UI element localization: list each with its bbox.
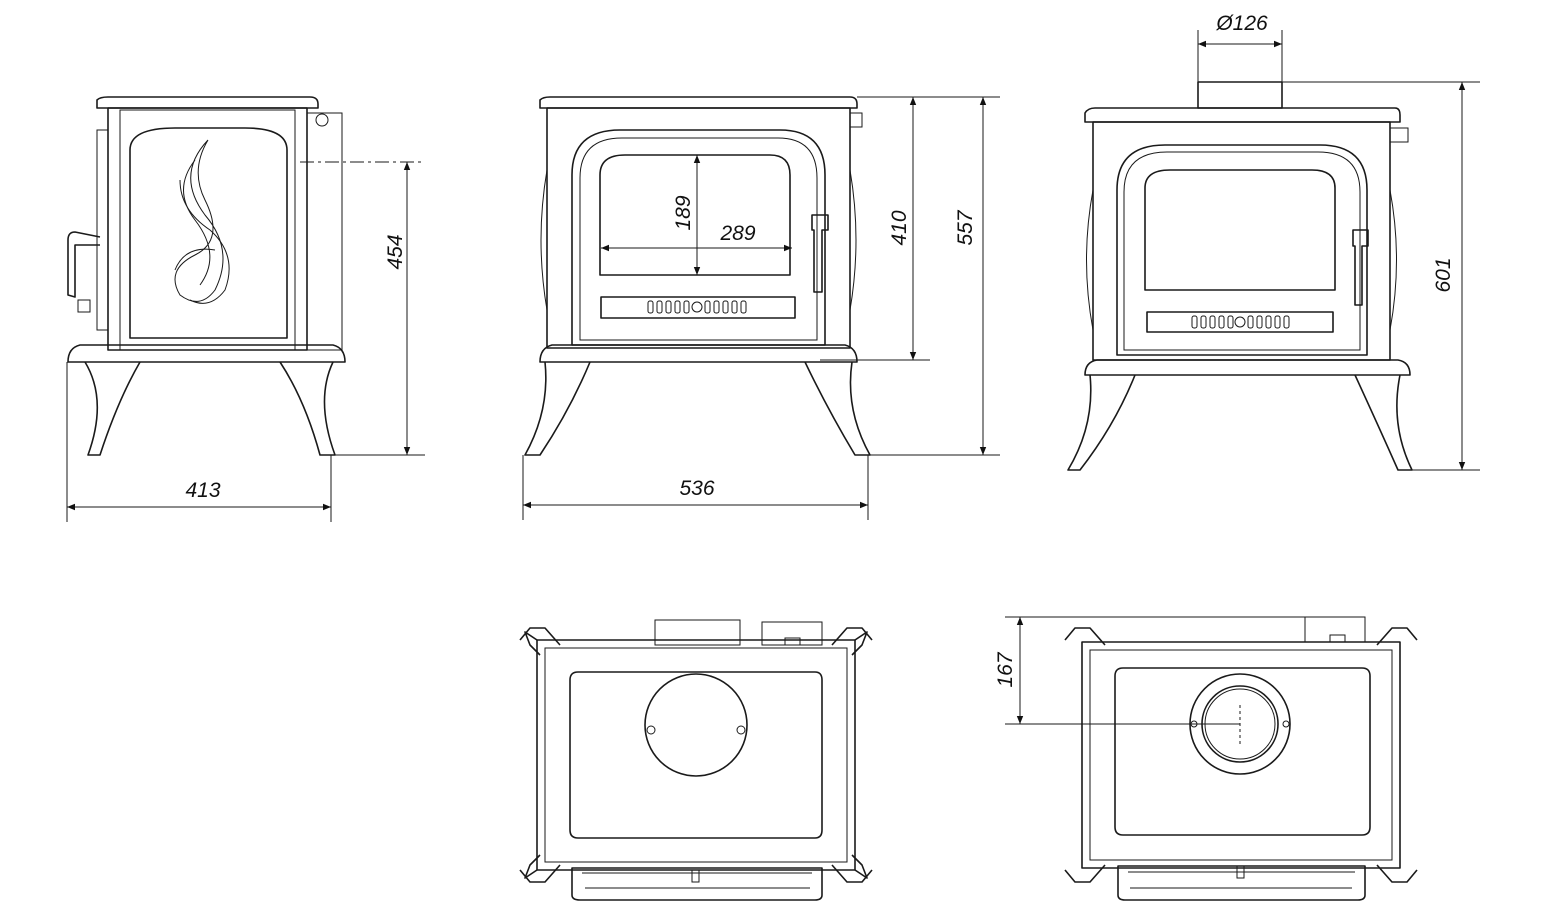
flue-pipe [1197,81,1283,109]
front-width-dimension: 536 [679,477,714,500]
flue-offset-dimension: 167 [994,651,1017,687]
top-view [519,619,873,901]
side-width-dimension: 413 [185,479,220,502]
door-handle-icon [811,214,829,293]
front-view: 536 189 289 410 557 [522,96,1000,520]
top-view-flue-outlet: 167 [994,616,1418,901]
flame-decoration-icon [174,139,230,304]
air-vent-grille-icon [1191,315,1290,329]
air-vent-grille-icon [647,300,747,314]
front-view-top-flue: Ø126 601 [1067,12,1480,471]
glass-width-dimension: 289 [719,222,755,245]
flue-total-height-dimension: 601 [1432,257,1455,292]
side-height-dimension: 454 [384,234,407,269]
door-height-dimension: 410 [888,210,911,245]
door-handle-icon [1352,229,1369,306]
total-height-dimension: 557 [954,209,977,245]
side-handle-icon [67,231,101,298]
flue-diameter-dimension: Ø126 [1215,12,1268,35]
glass-height-dimension: 189 [672,195,695,230]
side-view: 413 454 [66,96,425,522]
flue-cover-plate [644,673,748,777]
